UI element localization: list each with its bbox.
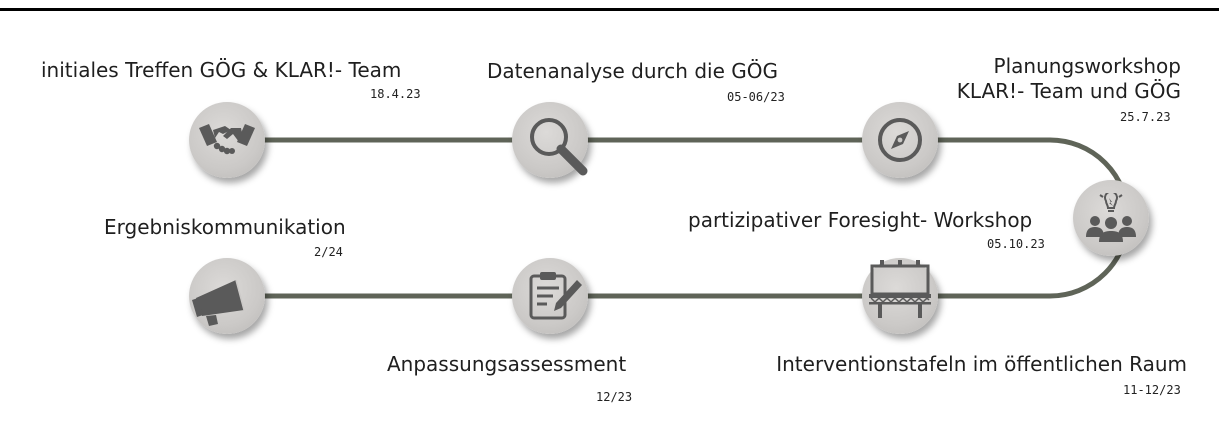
compass-icon: [878, 118, 922, 162]
handshake-icon: [199, 124, 255, 155]
milestone-title-planning-workshop-line1: Planungsworkshop: [993, 54, 1181, 78]
milestone-date-foresight-workshop: 05.10.23: [987, 237, 1045, 251]
milestone-node-adaptation-assessment: [512, 258, 588, 334]
top-rule: [0, 8, 1219, 11]
milestone-node-data-analysis: [512, 102, 588, 178]
magnifier-icon: [530, 118, 588, 176]
milestone-title-initial-meeting: initiales Treffen GÖG & KLAR!- Team: [41, 58, 402, 82]
milestone-node-intervention-boards: [862, 258, 938, 334]
group-idea-icon: [1086, 193, 1136, 242]
milestone-date-adaptation-assessment: 12/23: [596, 390, 633, 404]
milestone-date-result-communication: 2/24: [314, 245, 343, 259]
milestone-title-data-analysis: Datenanalyse durch die GÖG: [487, 59, 778, 83]
milestone-date-data-analysis: 05-06/23: [727, 90, 785, 104]
milestone-node-planning-workshop: [862, 102, 938, 178]
milestone-node-result-communication: [189, 258, 265, 334]
milestone-date-planning-workshop: 25.7.23: [1120, 110, 1171, 124]
megaphone-icon: [192, 279, 245, 326]
billboard-icon: [869, 260, 931, 318]
milestone-date-intervention-boards: 11-12/23: [1123, 383, 1181, 397]
milestone-node-foresight-workshop: [1073, 180, 1149, 256]
milestone-title-adaptation-assessment: Anpassungsassessment: [387, 352, 627, 376]
clipboard-pen-icon: [529, 272, 582, 320]
milestone-title-planning-workshop-line2: KLAR!- Team und GÖG: [956, 79, 1181, 103]
milestone-title-intervention-boards: Interventionstafeln im öffentlichen Raum: [776, 352, 1187, 376]
milestone-title-result-communication: Ergebniskommunikation: [104, 215, 346, 239]
milestone-title-foresight-workshop: partizipativer Foresight- Workshop: [688, 208, 1033, 232]
milestone-date-initial-meeting: 18.4.23: [370, 87, 421, 101]
milestone-node-initial-meeting: [189, 102, 265, 178]
